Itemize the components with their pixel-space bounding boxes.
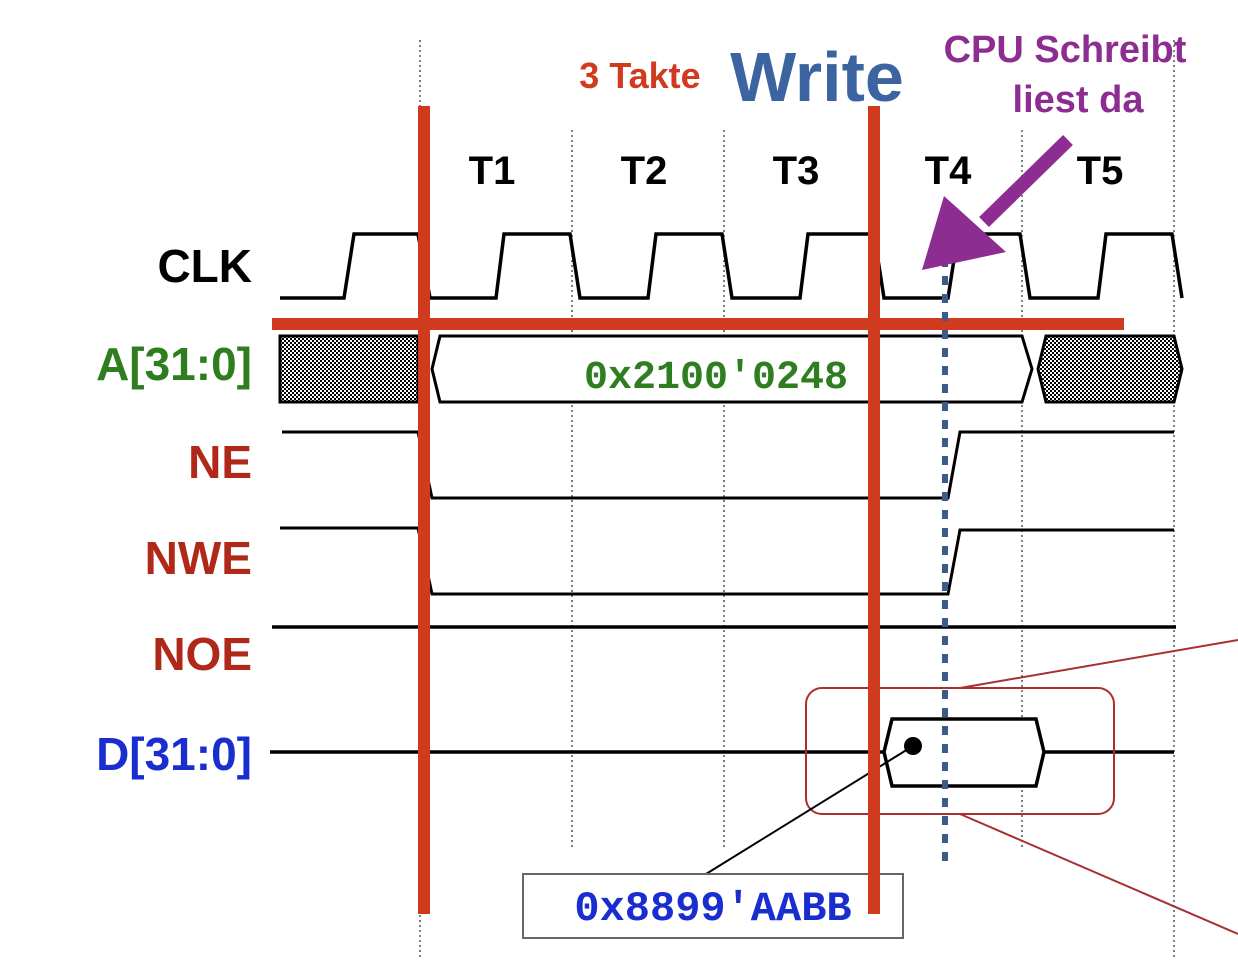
data-value: 0x8899'AABB: [574, 885, 851, 933]
write-title: Write: [730, 38, 904, 116]
data-pointer-line: [705, 745, 914, 875]
address-value: 0x2100'0248: [584, 356, 848, 401]
cycle-labels: T1 T2 T3 T4 T5: [469, 149, 1124, 193]
signal-label-data: D[31:0]: [96, 728, 252, 780]
data-callout: [805, 639, 1238, 935]
signal-label-noe: NOE: [152, 628, 252, 680]
signal-label-address: A[31:0]: [96, 338, 252, 390]
takte-annotation: 3 Takte: [579, 55, 700, 96]
data-pointer-dot: [904, 737, 922, 755]
address-undefined-after: [1036, 334, 1184, 404]
signal-label-ne: NE: [188, 436, 252, 488]
address-valid-segment: [430, 334, 1034, 404]
clk-waveform: [280, 232, 1184, 300]
cpu-arrow-icon: [922, 134, 1073, 270]
callout-line: [959, 639, 1238, 689]
signal-label-clk: CLK: [157, 240, 252, 292]
cycle-markers: [272, 106, 1124, 914]
cycle-label-t5: T5: [1077, 149, 1124, 193]
ne-waveform: [282, 430, 1174, 500]
signal-labels: CLK A[31:0] NE NWE NOE D[31:0]: [96, 240, 252, 780]
cpu-annotation-line2: liest da: [1013, 79, 1145, 121]
data-value-box: [522, 873, 904, 939]
cycle-label-t3: T3: [773, 149, 820, 193]
cycle-label-t4: T4: [925, 149, 972, 193]
cycle-label-t1: T1: [469, 149, 516, 193]
cycle-label-t2: T2: [621, 149, 668, 193]
nwe-waveform: [280, 526, 1174, 596]
callout-line: [959, 813, 1238, 935]
address-undefined-before: [278, 334, 420, 404]
address-bus: 0x2100'0248: [278, 334, 1184, 404]
signal-label-nwe: NWE: [145, 532, 252, 584]
cpu-annotation-line1: CPU Schreibt: [944, 29, 1187, 71]
data-bus: [270, 717, 1174, 788]
